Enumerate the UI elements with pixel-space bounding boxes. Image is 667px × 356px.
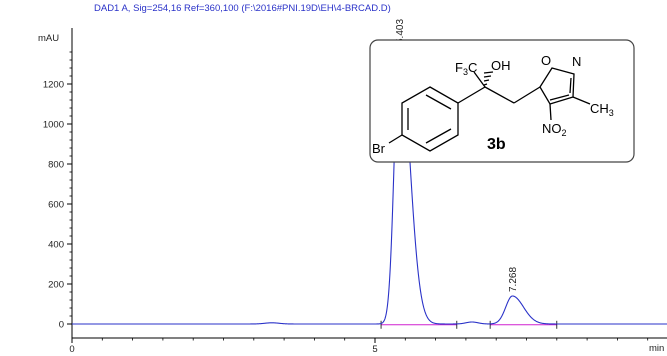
nitro-label: NO <box>542 121 562 136</box>
cf3-c-label: C <box>468 60 477 75</box>
y-axis-label: mAU <box>38 33 59 44</box>
chart-title: DAD1 A, Sig=254,16 Ref=360,100 (F:\2016#… <box>94 3 391 14</box>
chemical-structure-box: F3C OH O N CH3 NO2 Br 3b <box>369 39 635 163</box>
chromatogram-trace <box>72 47 667 325</box>
methyl-label: CH <box>590 101 609 116</box>
cf3-subscript: 3 <box>463 67 468 77</box>
svg-text:F3C: F3C <box>455 60 477 77</box>
minor-ticks <box>69 51 649 341</box>
peak-labels: 5.403 7.268 <box>395 19 519 292</box>
cf3-f-label: F <box>455 60 463 75</box>
y-tick-label: 800 <box>48 160 64 171</box>
x-tick-label: 5 <box>372 344 377 355</box>
x-axis-label: min <box>649 343 664 354</box>
y-tick-label: 1000 <box>43 120 64 131</box>
y-tick-label: 600 <box>48 200 64 211</box>
y-ticks: 0 200 400 600 800 1000 1200 <box>43 80 72 331</box>
structure-bonds <box>388 67 591 152</box>
peak-label: 5.403 <box>395 19 406 44</box>
integration-baselines <box>380 320 558 329</box>
y-tick-label: 400 <box>48 240 64 251</box>
y-tick-label: 1200 <box>43 80 64 91</box>
ring-nitrogen-label: N <box>572 54 581 69</box>
hydroxyl-label: OH <box>491 58 511 73</box>
stereo-hash-bond <box>483 71 494 86</box>
compound-label: 3b <box>487 136 506 153</box>
svg-text:NO2: NO2 <box>542 121 567 138</box>
bromine-label: Br <box>372 141 386 156</box>
peak-label: 7.268 <box>508 267 519 292</box>
structure-frame <box>369 39 635 163</box>
ring-oxygen-label: O <box>541 53 551 68</box>
methyl-subscript: 3 <box>609 108 614 118</box>
atom-labels: F3C OH O N CH3 NO2 Br 3b <box>372 53 614 156</box>
x-tick-label: 0 <box>69 344 74 355</box>
y-tick-label: 0 <box>59 320 64 331</box>
isoxazole-ring <box>539 67 575 105</box>
nitro-subscript: 2 <box>562 128 567 138</box>
x-ticks: 051015 <box>69 338 378 355</box>
svg-text:CH3: CH3 <box>590 101 614 118</box>
y-tick-label: 200 <box>48 280 64 291</box>
